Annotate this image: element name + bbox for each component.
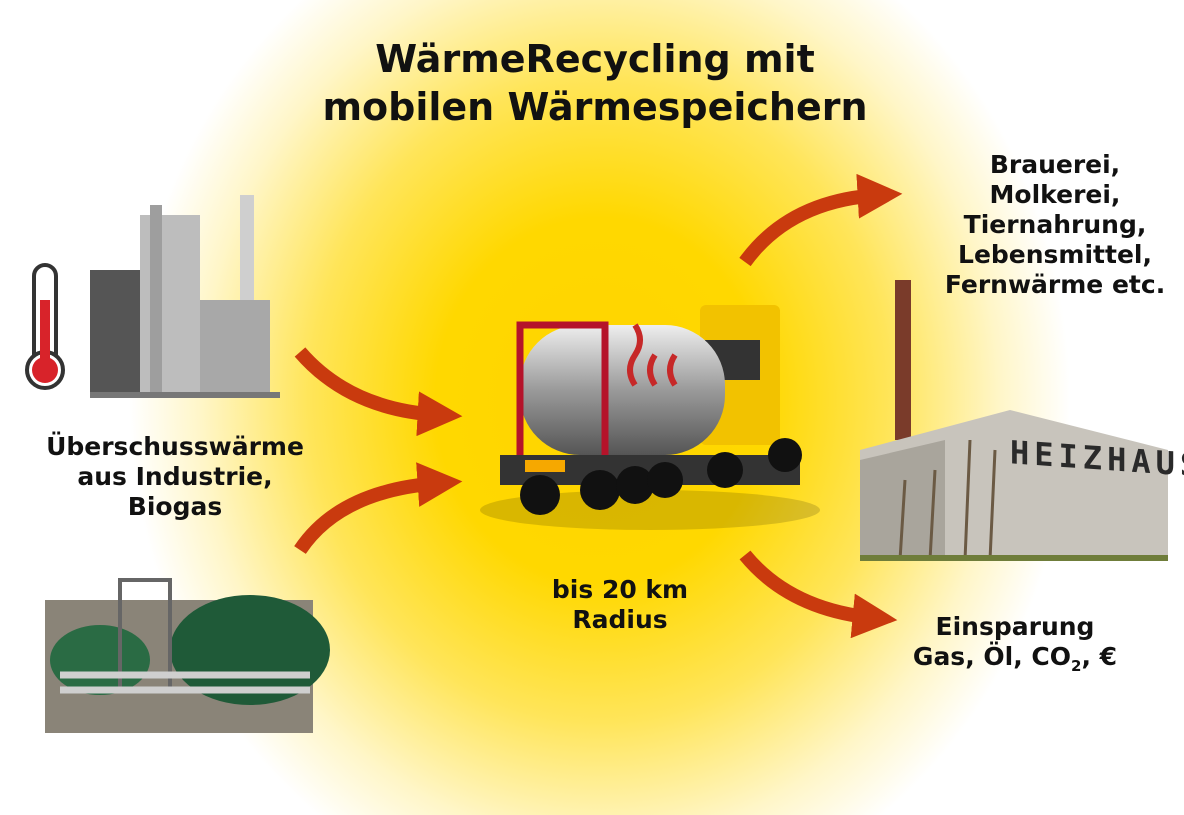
savings-line-1: Einsparung [935,612,1095,641]
consumers-label: Brauerei, Molkerei, Tiernahrung, Lebensm… [925,150,1184,300]
title-line-2: mobilen Wärmespeichern [322,84,868,129]
consumer-item: Brauerei, [989,150,1121,179]
thermometer-icon [25,263,65,390]
title-line-1: WärmeRecycling mit [375,37,815,81]
biogas-plant-image [45,578,330,733]
arrow-truck-to-consumers [739,173,903,267]
savings-text-end: , € [1081,642,1118,671]
industrial-plant-image [90,195,280,398]
tank-truck-image [480,305,820,530]
consumer-item: Molkerei, [989,180,1121,209]
arrow-truck-to-savings [739,550,898,639]
source-line-2: aus Industrie, [77,462,273,491]
consumer-item: Tiernahrung, [963,210,1147,239]
page-title: WärmeRecycling mit mobilen Wärmespeicher… [250,36,940,131]
consumer-item: Lebensmittel, [958,240,1152,269]
heizhaus-building-image [860,280,1168,561]
radius-line-2: Radius [572,605,668,634]
arrow-biogas-to-truck [294,462,463,555]
savings-label: Einsparung Gas, Öl, CO2, € [890,612,1140,675]
savings-line-2: Gas, Öl, CO2, € [890,642,1140,675]
consumer-item: Fernwärme etc. [944,270,1166,299]
heat-source-label: Überschusswärme aus Industrie, Biogas [20,432,330,522]
radius-label: bis 20 km Radius [520,575,720,635]
savings-text: Gas, Öl, CO [912,642,1072,671]
arrow-industry-to-truck [294,347,463,437]
radius-line-1: bis 20 km [551,575,689,604]
co2-subscript: 2 [1071,657,1082,675]
source-line-3: Biogas [127,492,223,521]
source-line-1: Überschusswärme [46,432,304,461]
